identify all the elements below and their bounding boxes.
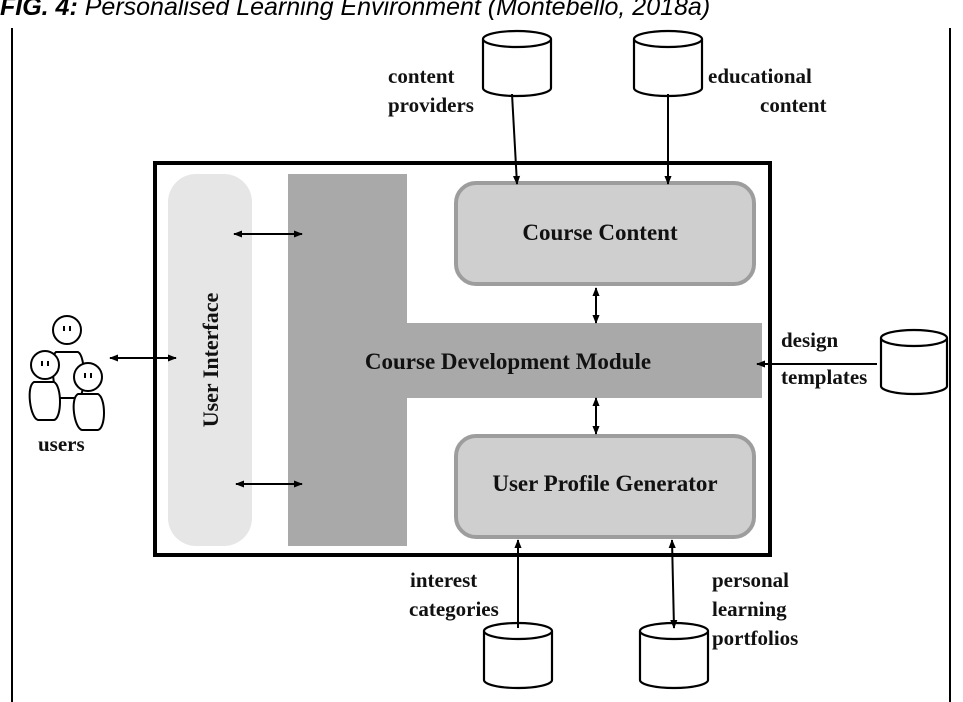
user-profile-generator-box: User Profile Generator [454,434,756,539]
caption-citation: (Montebello, 2018a) [487,0,711,21]
user-interface-bar: User Interface [168,174,252,546]
caption-title: Personalised Learning Environment [84,0,481,21]
course-development-module: Course Development Module [288,174,762,546]
database-icon-educational-content [632,29,704,98]
label-interest-categories: interest categories [409,568,499,621]
course-content-box: Course Content [454,181,756,286]
course-content-label: Course Content [522,220,678,245]
database-icon-design-templates [879,328,949,396]
arrow-providers-content [511,93,521,185]
database-icon-personal-learning-portfolios [638,621,710,690]
label-personal-learning-portfolios: personal learning portfolios [712,568,798,650]
caption-prefix: FIG. 4: [0,0,78,21]
arrow-profile-portfolios [668,539,678,629]
user-profile-generator-label: User Profile Generator [492,471,717,496]
course-development-label: Course Development Module [365,349,651,374]
label-users: users [38,432,85,456]
database-icon-content-providers [481,29,553,98]
label-design-templates: design templates [781,328,867,389]
connectors [109,93,877,629]
database-icon-interest-categories [482,621,554,690]
figure-caption: FIG. 4: Personalised Learning Environmen… [0,0,963,25]
user-interface-label: User Interface [198,292,223,427]
users-icon [28,315,105,431]
label-content-providers: content providers [388,64,474,117]
label-educational-content: educational content [708,64,827,117]
